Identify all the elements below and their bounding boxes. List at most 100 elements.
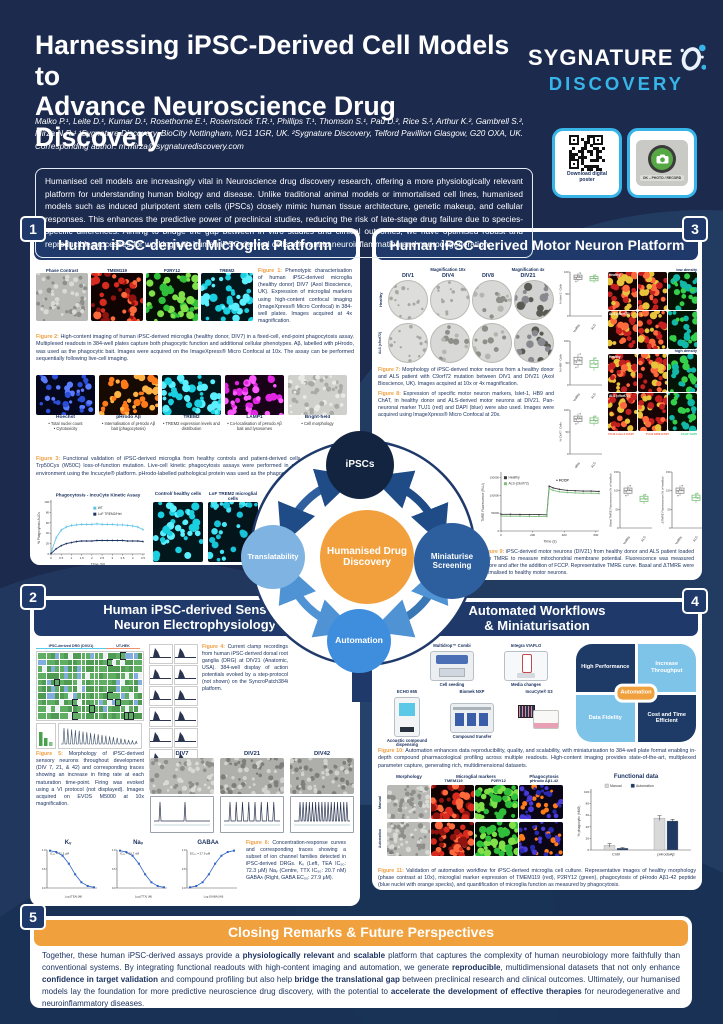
div42-label: DIV42 [313,751,331,757]
div7-trace [154,801,210,825]
well-image [430,322,470,363]
plate-map-block: iPSC-derived DRG (DIV21) UT-HEK [36,644,144,749]
panel-motor-neuron: Human iPSC-derived Motor Neuron Platform… [372,228,702,580]
svg-text:80: 80 [586,801,590,805]
svg-text:4.5: 4.5 [141,556,146,560]
svg-text:0: 0 [587,848,589,852]
fluor-image [668,392,697,431]
svg-text:ALS (c9orf72): ALS (c9orf72) [508,482,528,486]
row-automation: Automation [378,829,382,849]
svg-text:ALS: ALS [590,461,597,468]
panel4-number: 4 [682,588,708,614]
figure1-caption: Figure 1: Phenotypic characterisation of… [258,268,352,324]
svg-text:3: 3 [111,556,113,560]
figure4-caption: Figure 4: Current clamp recordings from … [202,644,288,693]
svg-text:0.5: 0.5 [112,867,116,871]
readout-notes: • TREM2 expression levels and distributi… [163,420,220,431]
figure9-caption: Figure 9: iPSC-derived motor neurons (DI… [482,549,694,577]
svg-text:3.5: 3.5 [120,556,125,560]
figure5-caption: Figure 5: Morphology of iPSC-derived sen… [36,751,144,807]
row-manual: Manual [378,795,382,809]
svg-text:WT: WT [98,506,103,510]
col-phagocytosis: Phagocytosis [529,774,559,779]
svg-text:60: 60 [46,521,50,525]
svg-text:ALS: ALS [590,323,597,330]
svg-text:Time (hr): Time (hr) [91,563,105,566]
fluor-image: ALS (c9orf72) [608,392,637,431]
density-label: high density [674,349,697,354]
title-line2: Advance Neuroscience Drug Discovery [35,91,396,153]
svg-text:0: 0 [617,526,619,530]
svg-text:100: 100 [564,339,569,343]
svg-text:% HB9⁺ Cells: % HB9⁺ Cells [559,354,563,372]
micrograph-brightfield [288,375,347,415]
photo-badge-label: OK – PHOTO / RECORD [639,175,685,181]
panel2-number: 2 [20,584,46,610]
panel-microglia: Human iPSC-derived Microglia Platform Ph… [30,228,360,565]
svg-text:+ FCCP: + FCCP [556,479,569,483]
panel4-title-line1: Automated Workflows [468,603,606,619]
svg-text:0.0: 0.0 [42,886,46,890]
svg-text:150000: 150000 [490,476,500,480]
svg-text:0: 0 [500,533,502,537]
magnification-label: Magnification 4x [511,267,545,272]
sygnature-logo: SYGNATURE DISCOVERY [528,40,706,95]
quadrant-cost-time: Cost and Time Efficient [637,694,696,742]
fluor-image [638,272,667,311]
svg-text:0: 0 [669,526,671,530]
figure3-caption: Figure 3: Functional validation of iPSC-… [36,456,355,477]
manual-tmem119 [431,784,474,819]
fluor-image: Healthy [608,353,637,392]
automation-tmem119 [431,821,474,856]
svg-text:Healthy: Healthy [621,535,631,544]
well-image [388,279,428,320]
qr-code [569,135,605,171]
manual-phagocytosis [519,784,563,819]
svg-text:0: 0 [567,314,569,318]
svg-text:1.0: 1.0 [42,848,46,852]
biomek-icon [450,702,494,733]
magnification-label: Magnification 10x [430,267,466,272]
svg-text:80: 80 [46,510,50,514]
readout-notes: • Internalisation of pHrodo Aβ bait (pha… [101,420,156,431]
micrograph-label: Phase Contrast [45,268,79,273]
abstract-box: Humanised cell models are increasingly v… [35,168,533,258]
svg-text:TMRE Fluorescence (RLU): TMRE Fluorescence (RLU) [481,483,485,521]
div21-trace [224,801,280,825]
panel4-title-line2: & Miniaturisation [484,618,590,633]
svg-text:50: 50 [566,292,569,296]
fluor-image [668,353,697,392]
svg-text:Healthy: Healthy [571,392,581,401]
multidrop-icon [430,650,474,681]
div42-trace [294,801,350,825]
viaflo-icon [504,650,548,681]
qr-download-badge: Download digital poster [552,128,622,198]
figure8-caption: Figure 8: Expression of specific motor n… [378,391,554,419]
svg-text:Automation: Automation [636,784,654,788]
readout-notes: • Co-localisation of pHrodo Aβ bait and … [227,420,282,431]
fluor-image: ALS (c9orf72) [608,311,637,350]
logo-icon [680,44,706,71]
micrograph-p2ry12 [146,273,198,322]
title-line1: Harnessing iPSC-Derived Cell Models to [35,30,510,91]
node-translatability: Translatability [241,525,305,589]
svg-text:LoF TREM2/Het: LoF TREM2/Het [98,512,122,516]
svg-text:4: 4 [132,556,134,560]
svg-text:100: 100 [614,489,619,493]
authors: Malko P.¹, Leite D.¹, Kumar D.¹, Rosetho… [35,117,524,151]
svg-text:ALS: ALS [692,535,699,542]
micrograph-label: P2RY12 [163,268,181,273]
node-ipscs: iPSCs [326,431,394,499]
figure11-caption: Figure 11: Validation of automation work… [378,868,696,889]
svg-text:50: 50 [566,430,569,434]
micrograph-trem2 [201,273,253,322]
svg-text:50: 50 [566,361,569,365]
